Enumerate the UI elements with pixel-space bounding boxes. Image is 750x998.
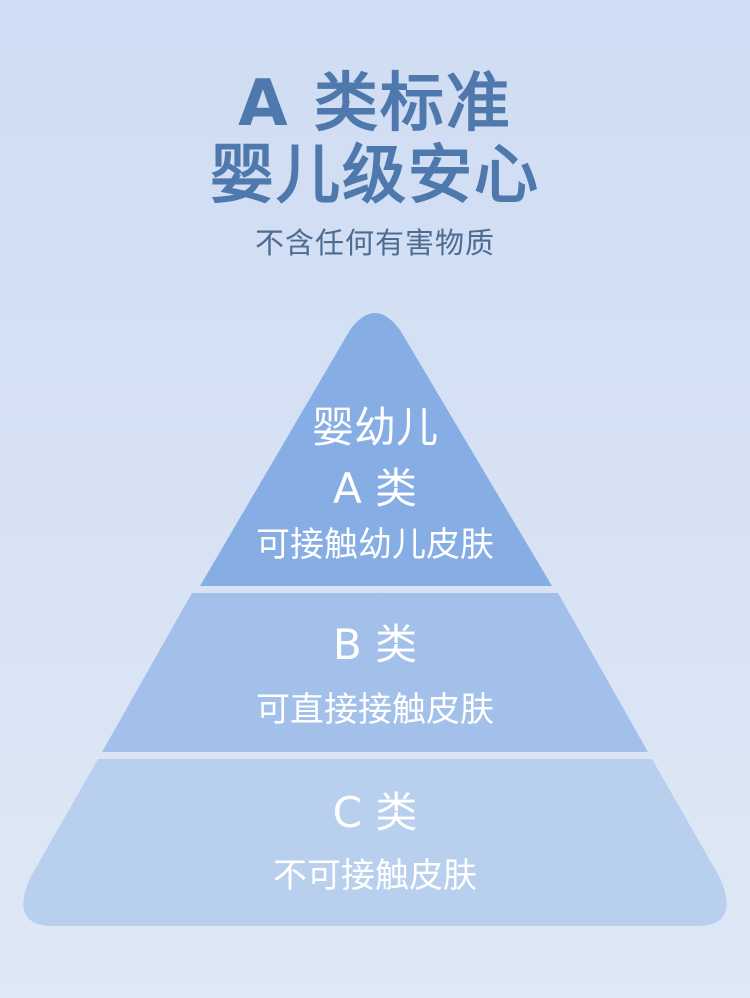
pyramid-tier-b bbox=[102, 593, 648, 752]
tier-b-class: B 类 bbox=[332, 620, 418, 669]
tier-a-desc: 可接触幼儿皮肤 bbox=[256, 525, 494, 565]
pyramid-tier-c bbox=[23, 759, 727, 926]
pyramid-tier-a bbox=[200, 313, 552, 586]
subtitle: 不含任何有害物质 bbox=[254, 226, 495, 260]
tier-c-desc: 不可接触皮肤 bbox=[273, 856, 477, 896]
tier-b-desc: 可直接接触皮肤 bbox=[256, 690, 494, 730]
title-line-1: A 类标准 bbox=[238, 67, 512, 141]
tier-a-class: A 类 bbox=[332, 464, 418, 513]
tier-c-class: C 类 bbox=[332, 788, 418, 837]
title-line-2: 婴儿级安心 bbox=[210, 139, 540, 213]
tier-a-title: 婴幼儿 bbox=[311, 403, 438, 452]
